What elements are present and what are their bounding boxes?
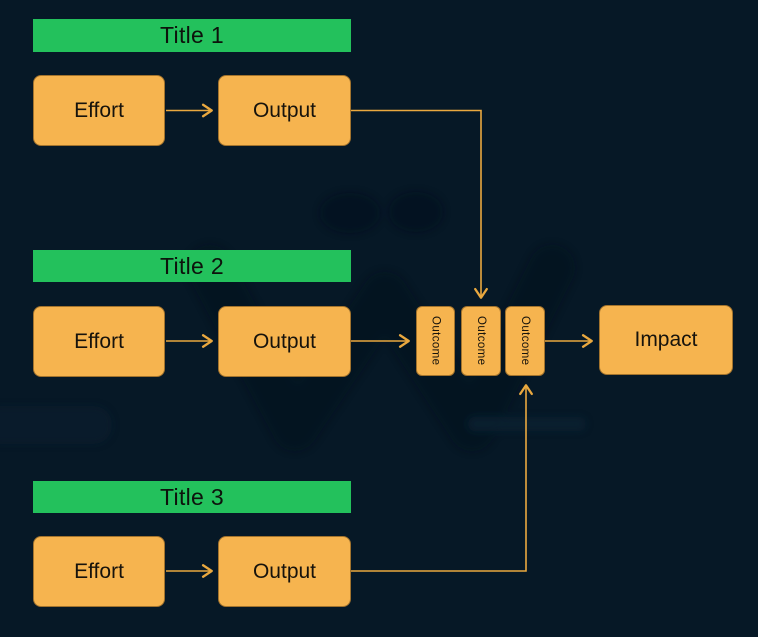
effort-3-label: Effort <box>74 559 124 583</box>
title-bar-2: Title 2 <box>33 250 351 282</box>
arrow-output3-outcome3 <box>351 384 533 572</box>
title-1-label: Title 1 <box>160 22 224 48</box>
impact-box: Impact <box>599 305 733 375</box>
effort-box-3: Effort <box>33 536 165 607</box>
output-3-label: Output <box>252 559 317 583</box>
title-bar-3: Title 3 <box>33 481 351 513</box>
output-1-label: Output <box>252 98 317 122</box>
outcome-box-3: Outcome <box>505 306 545 376</box>
title-2-label: Title 2 <box>160 252 224 279</box>
outcome-2-label: Outcome <box>475 316 487 366</box>
arrow-output1-outcome2 <box>351 109 488 299</box>
effort-1-label: Effort <box>74 98 124 122</box>
outcome-box-1: Outcome <box>416 306 455 376</box>
impact-label: Impact <box>634 328 698 351</box>
output-box-2: Output <box>218 306 351 377</box>
effort-2-label: Effort <box>74 329 124 353</box>
effort-box-1: Effort <box>33 75 165 146</box>
effort-box-2: Effort <box>33 306 165 377</box>
title-3-label: Title 3 <box>160 483 224 510</box>
outcome-1-label: Outcome <box>429 316 442 366</box>
outcome-box-2: Outcome <box>461 306 501 376</box>
output-box-1: Output <box>218 75 351 146</box>
title-bar-1: Title 1 <box>33 19 351 52</box>
outcome-3-label: Outcome <box>519 316 531 366</box>
output-2-label: Output <box>252 329 317 353</box>
output-box-3: Output <box>218 536 351 607</box>
